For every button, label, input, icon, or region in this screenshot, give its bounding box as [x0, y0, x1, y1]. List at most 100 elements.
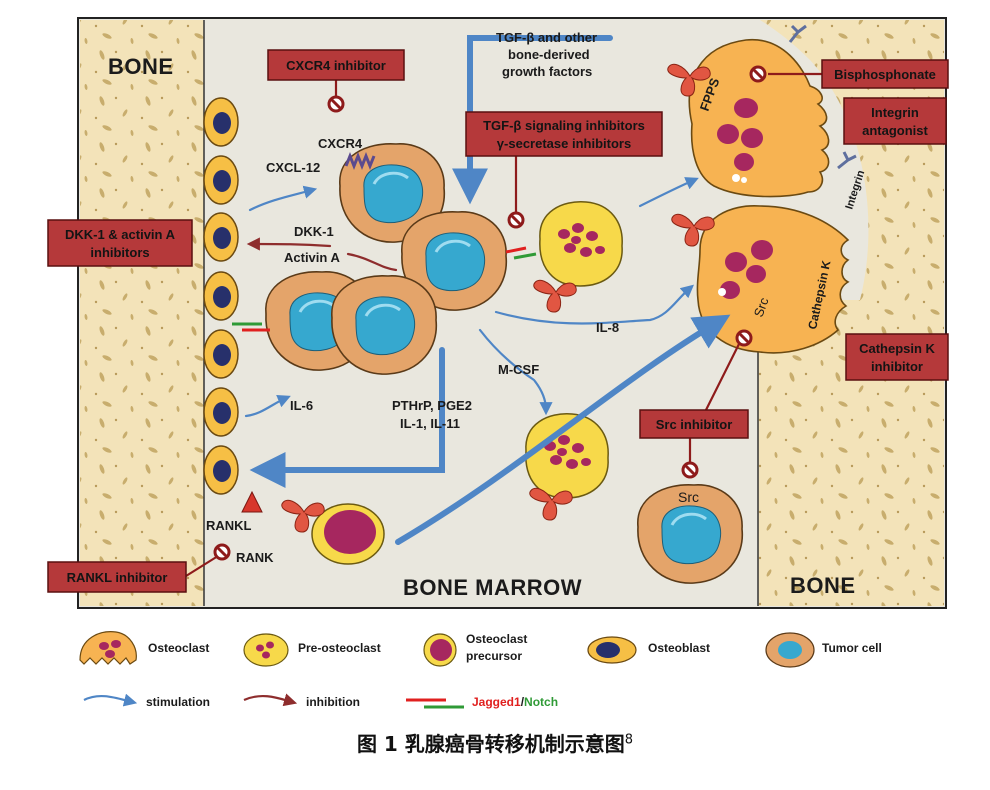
osteoblast — [203, 212, 239, 262]
tumor-cell — [330, 274, 438, 376]
svg-text:CXCR4 inhibitor: CXCR4 inhibitor — [286, 58, 386, 73]
legend-osteoblast-label: Osteoblast — [648, 641, 710, 655]
cxcr4-receptor — [344, 151, 376, 171]
activin-label: Activin A — [284, 250, 340, 265]
osteoclast-vesicle — [718, 288, 726, 296]
osteoblast — [203, 387, 239, 437]
mcsf-label: M-CSF — [498, 362, 539, 377]
svg-text:Cathepsin K: Cathepsin K — [859, 341, 935, 356]
bone-left — [80, 20, 204, 606]
svg-text:RANKL inhibitor: RANKL inhibitor — [67, 570, 168, 585]
inhibit-symbol — [749, 65, 767, 83]
cxcr4-inhibitor-box: CXCR4 inhibitor — [267, 49, 405, 81]
dkk1-inhibitor-box: DKK-1 & activin A inhibitors — [47, 219, 193, 267]
figure-caption: 图 1 乳腺癌骨转移机制示意图8 — [0, 728, 990, 757]
svg-text:Src inhibitor: Src inhibitor — [656, 417, 733, 432]
legend-inhibition-label: inhibition — [306, 695, 360, 709]
cxcl12-arrow — [248, 185, 318, 212]
osteoclast-nucleus — [746, 265, 766, 283]
svg-text:Bisphosphonate: Bisphosphonate — [834, 67, 936, 82]
rankl-ligand — [241, 490, 263, 513]
activin-curve — [346, 252, 398, 272]
osteoclast-nucleus — [734, 153, 754, 171]
bone-left-label: BONE — [108, 54, 174, 79]
mcsf-arrow — [478, 328, 553, 416]
legend-osteoclast-icon — [105, 650, 115, 658]
legend-slash-text: / — [521, 695, 525, 709]
legend-stimulation-label: stimulation — [146, 695, 210, 709]
svg-text:antagonist: antagonist — [862, 123, 928, 138]
inhibit-symbol — [213, 543, 231, 561]
osteoclast-nucleus — [725, 252, 747, 272]
legend-preosteoclast-icon — [243, 633, 289, 667]
src-osteoclast-line — [701, 341, 741, 419]
notch-bar — [513, 252, 537, 260]
rankl-inhibitor-box: RANKL inhibitor — [47, 561, 187, 593]
caption-reference: 8 — [624, 732, 634, 748]
il6-arrow — [244, 395, 291, 418]
bone-right-label: BONE — [790, 573, 856, 598]
integrin-receptor — [788, 24, 807, 43]
il8-label: IL-8 — [596, 320, 619, 335]
legend-osteoclast-label: Osteoclast — [148, 641, 209, 655]
osteoclast-nucleus — [751, 240, 773, 260]
legend-precursor-label: Osteoclast — [466, 632, 527, 646]
legend-tumor-label: Tumor cell — [822, 641, 882, 655]
osteoblast — [203, 445, 239, 495]
osteoclast-upper — [688, 39, 830, 198]
osteoclast-nucleus — [741, 128, 763, 148]
bone-right-upper — [760, 20, 944, 300]
tgfb-factors-label: bone-derived — [508, 47, 590, 62]
osteoclast-nucleus — [717, 124, 739, 144]
cxcl12-label: CXCL-12 — [266, 160, 320, 175]
pthrp-label: IL-1, IL-11 — [400, 416, 460, 431]
legend-precursor-label: precursor — [466, 649, 522, 663]
legend-precursor-icon — [430, 639, 452, 661]
legend-osteoclast-icon — [99, 642, 109, 650]
svg-text:inhibitor: inhibitor — [871, 359, 923, 374]
inhibit-symbol — [327, 95, 345, 113]
bisphosphonate-box: Bisphosphonate — [821, 59, 949, 89]
osteoblast — [203, 97, 239, 147]
inhibit-symbol — [507, 211, 525, 229]
legend-inhibition-arrow — [243, 693, 298, 707]
tgfb-factors-label: TGF-β and other — [496, 30, 597, 45]
tgfb-inhibitor-box: TGF-β signaling inhibitors γ-secretase i… — [465, 111, 663, 157]
legend-tumor-icon — [778, 641, 802, 659]
osteoclast-vesicle — [732, 174, 740, 182]
dkk1-arrow — [246, 237, 332, 251]
il8-arrow — [494, 284, 695, 325]
cathepsin-inhibitor-box: Cathepsin K inhibitor — [845, 333, 949, 381]
jagged-bar — [505, 246, 527, 254]
src-inhibitor-box: Src inhibitor — [639, 409, 749, 439]
legend-osteoblast-icon — [596, 642, 620, 658]
legend-osteoclast-icon — [111, 640, 121, 648]
src-osteoclast-label: Src — [751, 295, 772, 319]
osteoblast — [203, 155, 239, 205]
pthrp-label: PTHrP, PGE2 — [392, 398, 472, 413]
legend-notch-text: Notch — [524, 695, 558, 709]
svg-text:inhibitors: inhibitors — [90, 245, 149, 260]
cxcr4-label: CXCR4 — [318, 136, 363, 151]
svg-text:TGF-β signaling inhibitors: TGF-β signaling inhibitors — [483, 118, 645, 133]
integrin-antagonist-box: Integrin antagonist — [843, 97, 947, 145]
rankl-label: RANKL — [206, 518, 252, 533]
tgfb-factors-label: growth factors — [502, 64, 592, 79]
dkk1-label: DKK-1 — [294, 224, 334, 239]
osteoclast-nucleus — [734, 98, 758, 118]
svg-text:γ-secretase inhibitors: γ-secretase inhibitors — [497, 136, 631, 151]
inhibit-symbol — [681, 461, 699, 479]
legend-jagged-notch-label: Jagged1/Notch — [472, 695, 558, 709]
svg-text:DKK-1 & activin A: DKK-1 & activin A — [65, 227, 176, 242]
rank-label: RANK — [236, 550, 274, 565]
legend: Osteoclast Pre-osteoclast Osteoclast pre… — [79, 631, 882, 709]
legend-stimulation-arrow — [83, 693, 138, 707]
rankl-inhibitor-line — [185, 555, 219, 577]
osteoblast — [203, 329, 239, 379]
pthrp-arrow — [249, 347, 445, 488]
inhibit-symbol — [735, 329, 753, 347]
integrin-receptor — [837, 151, 857, 170]
svg-text:Integrin: Integrin — [871, 105, 919, 120]
precursor-to-osteoclast-arrow — [395, 314, 731, 545]
